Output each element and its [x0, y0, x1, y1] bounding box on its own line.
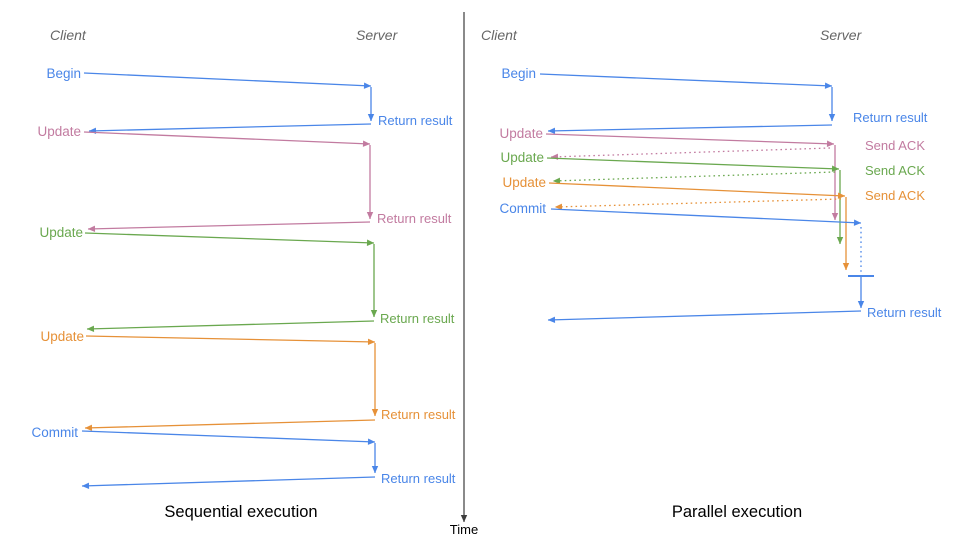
time-axis: Time — [450, 12, 478, 537]
seq-commit-return-label: Return result — [381, 471, 456, 486]
parallel-panel: Client Server Begin Return result Update… — [481, 27, 942, 521]
par-update1-ack-arrow — [550, 147, 831, 160]
par-update2-request-arrow — [546, 157, 840, 172]
seq-begin-label: Begin — [46, 66, 81, 81]
par-begin-label: Begin — [501, 66, 536, 81]
seq-update1-request-arrow — [83, 131, 371, 147]
sequential-panel: Client Server Begin Return result Update… — [32, 27, 456, 521]
seq-update1-return-label: Return result — [377, 211, 452, 226]
seq-commit-label: Commit — [32, 425, 79, 440]
seq-begin-return-label: Return result — [378, 113, 453, 128]
seq-commit-return-arrow — [81, 476, 376, 489]
seq-update2-label: Update — [39, 225, 83, 240]
seq-update3-label: Update — [40, 329, 84, 344]
par-update1-request-arrow — [545, 133, 835, 147]
par-update2-label: Update — [500, 150, 544, 165]
seq-update1-return-arrow — [87, 221, 371, 233]
seq-update1-label: Update — [37, 124, 81, 139]
par-server-header: Server — [820, 27, 863, 43]
seq-update2-request-arrow — [84, 232, 375, 246]
seq-server-header: Server — [356, 27, 399, 43]
par-commit-request-arrow — [550, 208, 862, 226]
par-commit-return-arrow — [547, 310, 862, 323]
par-update1-label: Update — [499, 126, 543, 141]
par-client-header: Client — [481, 27, 518, 43]
par-begin-return-arrow — [547, 124, 833, 135]
par-update2-ack-arrow — [552, 171, 836, 184]
seq-update3-return-label: Return result — [381, 407, 456, 422]
seq-begin-return-arrow — [88, 123, 372, 135]
seq-client-header: Client — [50, 27, 87, 43]
par-commit-return-label: Return result — [867, 305, 942, 320]
par-update3-label: Update — [502, 175, 546, 190]
parallel-title: Parallel execution — [672, 503, 802, 521]
seq-commit-request-arrow — [81, 430, 376, 445]
seq-update2-return-arrow — [86, 320, 375, 333]
par-update2-ack-label: Send ACK — [865, 163, 925, 178]
par-update3-request-arrow — [548, 182, 846, 199]
par-begin-return-label: Return result — [853, 110, 928, 125]
par-commit-label: Commit — [500, 201, 547, 216]
par-update3-ack-arrow — [554, 198, 842, 211]
sequential-title: Sequential execution — [164, 503, 317, 521]
seq-begin-request-arrow — [83, 72, 372, 89]
seq-update3-return-arrow — [84, 419, 376, 432]
seq-update3-request-arrow — [85, 335, 376, 346]
par-update1-ack-label: Send ACK — [865, 138, 925, 153]
par-begin-request-arrow — [539, 73, 833, 89]
par-update3-ack-label: Send ACK — [865, 188, 925, 203]
time-axis-label: Time — [450, 522, 478, 537]
seq-update2-return-label: Return result — [380, 311, 455, 326]
